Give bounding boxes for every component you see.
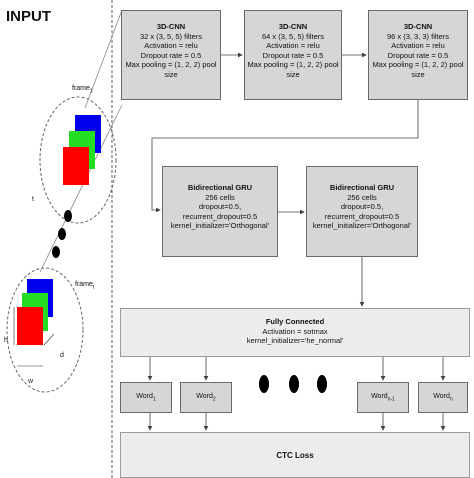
gru-block-1: Bidirectional GRU 256 cells dropout=0.5,… bbox=[162, 166, 278, 257]
cnn-2-dropout: Dropout rate = 0.5 bbox=[262, 50, 324, 60]
word-n-1-box: Wordn-1 bbox=[357, 382, 409, 413]
cnn-block-3: 3D-CNN 96 x (3, 3, 3) filters Activation… bbox=[368, 10, 468, 100]
fc-title: Fully Connected bbox=[265, 317, 325, 326]
width-label: w bbox=[28, 378, 34, 385]
gru-2-title: Bidirectional GRU bbox=[329, 183, 395, 192]
cnn-2-title: 3D-CNN bbox=[278, 22, 308, 31]
cnn-2-filters: 64 x (3, 5, 5) filters bbox=[261, 31, 325, 41]
ellipsis-dot bbox=[58, 228, 66, 240]
gru-2-initializer: kernel_initializer='Orthogonal' bbox=[312, 221, 412, 230]
frame-top-red bbox=[63, 147, 89, 185]
cnn-2-activation: Activation = relu bbox=[266, 41, 320, 50]
time-axis-label: t bbox=[32, 196, 34, 203]
fc-initializer: kernel_initializer='he_normal' bbox=[246, 336, 344, 345]
gru-2-dropout: dropout=0.5, recurrent_dropout=0.5 bbox=[324, 202, 400, 221]
cnn-3-dropout: Dropout rate = 0.5 bbox=[387, 50, 449, 60]
gru-1-cells: 256 cells bbox=[205, 192, 235, 202]
ctc-loss-block: CTC Loss bbox=[120, 432, 470, 478]
frame-top-ellipse bbox=[39, 96, 117, 224]
cnn-3-pool: Max pooling = (1, 2, 2) pool size bbox=[372, 60, 464, 79]
cnn-1-title: 3D-CNN bbox=[156, 22, 186, 31]
cnn-3-title: 3D-CNN bbox=[403, 22, 433, 31]
depth-dimension bbox=[43, 333, 55, 346]
fc-activation: Activation = sotmax bbox=[262, 326, 328, 336]
cnn-1-activation: Activation = relu bbox=[144, 41, 198, 50]
cnn-1-filters: 32 x (3, 5, 5) filters bbox=[139, 31, 203, 41]
ellipsis-dot bbox=[52, 246, 60, 258]
word-ellipsis-dot bbox=[289, 375, 299, 393]
arrow-cnn3-gru1 bbox=[151, 100, 419, 213]
cnn-block-2: 3D-CNN 64 x (3, 5, 5) filters Activation… bbox=[244, 10, 342, 100]
input-title: INPUT bbox=[6, 8, 51, 25]
gru-block-2: Bidirectional GRU 256 cells dropout=0.5,… bbox=[306, 166, 418, 257]
cnn-3-filters: 96 x (3, 3, 3) filters bbox=[386, 31, 450, 41]
gru-1-title: Bidirectional GRU bbox=[187, 183, 253, 192]
word-ellipsis-dot bbox=[317, 375, 327, 393]
ellipsis-dot bbox=[64, 210, 72, 222]
frame-top-label: frame1 bbox=[72, 85, 93, 95]
cnn-block-1: 3D-CNN 32 x (3, 5, 5) filters Activation… bbox=[121, 10, 221, 100]
zoom-line-bottom bbox=[39, 104, 123, 273]
cnn-3-activation: Activation = relu bbox=[391, 41, 445, 50]
word-n-box: Wordn bbox=[418, 382, 468, 413]
zoom-line-top bbox=[84, 9, 123, 109]
gru-1-initializer: kernel_initializer='Orthogonal' bbox=[170, 221, 270, 230]
fully-connected-block: Fully Connected Activation = sotmax kern… bbox=[120, 308, 470, 357]
frame-bottom-red bbox=[17, 307, 43, 345]
word-2-box: Word2 bbox=[180, 382, 232, 413]
depth-label: d bbox=[60, 352, 64, 359]
height-label: h bbox=[4, 337, 8, 344]
gru-2-cells: 256 cells bbox=[347, 192, 377, 202]
frame-bottom-ellipse bbox=[6, 267, 84, 393]
gru-1-dropout: dropout=0.5, recurrent_dropout=0.5 bbox=[182, 202, 258, 221]
cnn-1-dropout: Dropout rate = 0.5 bbox=[140, 50, 202, 60]
cnn-2-pool: Max pooling = (1, 2, 2) pool size bbox=[247, 60, 339, 79]
cnn-1-pool: Max pooling = (1, 2, 2) pool size bbox=[125, 60, 217, 79]
frame-bottom-label: framet bbox=[75, 281, 95, 291]
word-1-box: Word1 bbox=[120, 382, 172, 413]
word-ellipsis-dot bbox=[259, 375, 269, 393]
